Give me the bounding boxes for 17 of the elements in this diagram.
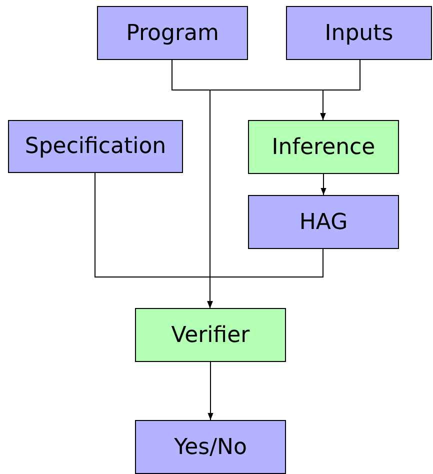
node-label: HAG — [299, 210, 348, 234]
node-label: Verifier — [171, 322, 250, 348]
process-box — [135, 308, 286, 362]
process-box — [8, 120, 183, 173]
process-box — [286, 6, 432, 60]
process-box — [248, 195, 399, 249]
node-label: Program — [126, 20, 219, 46]
result-box — [135, 420, 286, 474]
node-label: Yes/No — [174, 434, 247, 460]
node-label: Inference — [272, 134, 376, 160]
process-box — [97, 6, 248, 60]
arrow — [208, 362, 214, 420]
process-box — [248, 120, 399, 174]
node-label: Specification — [24, 134, 166, 159]
arrow — [207, 248, 324, 308]
arrow — [320, 174, 326, 196]
node-label: Inputs — [324, 20, 394, 46]
